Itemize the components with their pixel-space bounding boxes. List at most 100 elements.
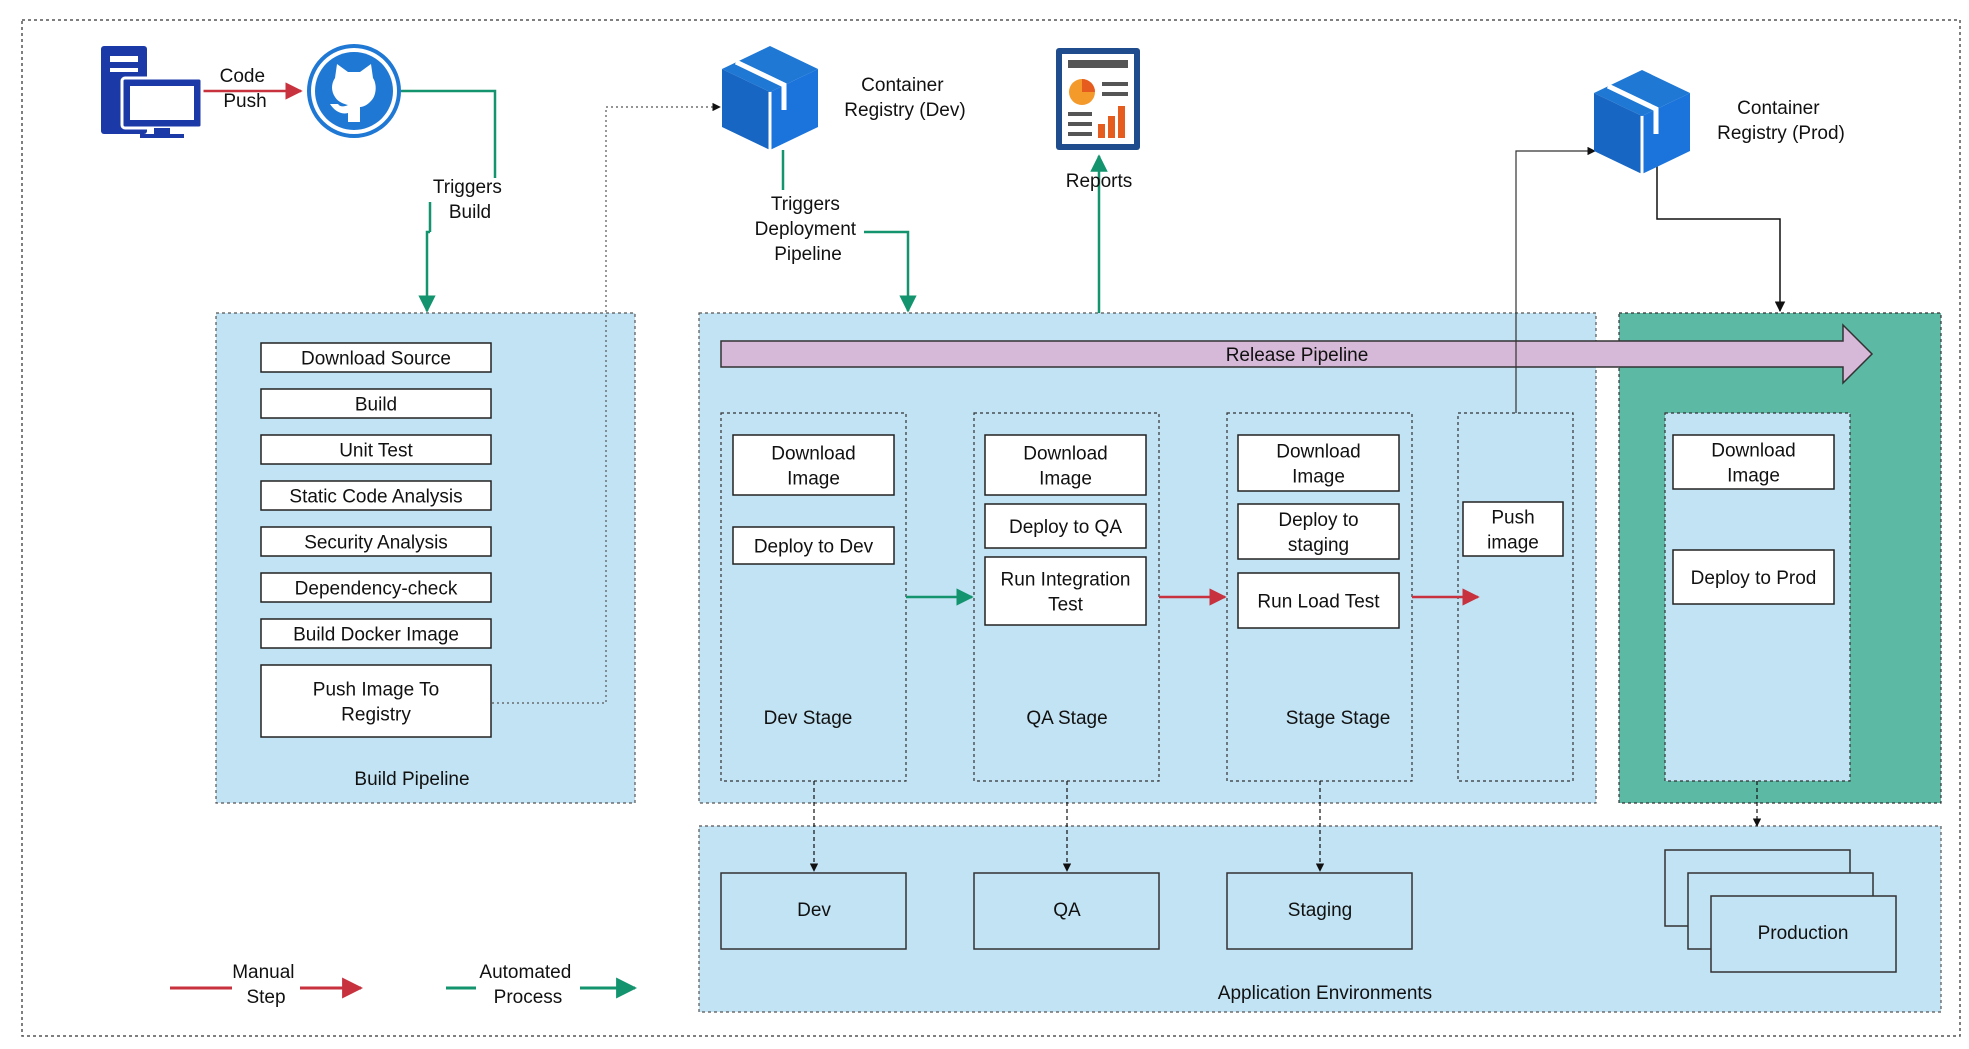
dev-step-box (732, 434, 895, 496)
env-dev-label: Dev (797, 900, 831, 921)
push-to-registry-prod-arrow (1515, 146, 1596, 413)
prod-step-box (1672, 549, 1835, 605)
push-to-registry-connector (492, 102, 721, 704)
build-step: Security Analysis (260, 526, 492, 557)
build-step-box (260, 388, 492, 419)
qa-step-label: Download (1023, 444, 1108, 465)
environments-label: Application Environments (1218, 983, 1432, 1004)
build-step-label: Static Code Analysis (289, 487, 462, 508)
qa-stage-label: QA Stage (1026, 708, 1107, 729)
push-step-label: image (1487, 533, 1539, 554)
dev-step-label: Deploy to Dev (754, 537, 874, 558)
triggers-deploy-label: Triggers Deployment Pipeline (755, 194, 862, 265)
env-staging-label: Staging (1288, 900, 1352, 921)
push-step-label: Push (1491, 508, 1534, 529)
build-step-box (260, 480, 492, 511)
dev-stage-label: Dev Stage (764, 708, 853, 729)
staging-step-label: Download (1276, 442, 1361, 463)
dev-step-label: Download (771, 444, 856, 465)
container-cube-icon (1594, 70, 1690, 174)
build-step: Build (260, 388, 492, 419)
build-step-box (260, 434, 492, 465)
build-step-box (260, 618, 492, 649)
build-pipeline-label: Build Pipeline (354, 769, 469, 790)
build-step-box (260, 572, 492, 603)
legend-manual-label: Manual Step (232, 962, 300, 1008)
build-step: Unit Test (260, 434, 492, 465)
staging-step: Run Load Test (1237, 572, 1400, 629)
build-step-label: Dependency-check (295, 579, 458, 600)
registry-prod-label: Container Registry (Prod) (1717, 98, 1845, 144)
prod-step-label: Image (1727, 466, 1780, 487)
dev-step-label: Image (787, 469, 840, 490)
staging-step-label: Deploy to (1278, 510, 1358, 531)
dev-step: Deploy to Dev (732, 526, 895, 565)
staging-step: Deploy to staging (1237, 503, 1400, 560)
build-step: Build Docker Image (260, 618, 492, 649)
qa-step-label: Image (1039, 469, 1092, 490)
triggers-deploy-arrow (864, 230, 917, 313)
container-cube-icon (722, 46, 818, 150)
build-step-label: Download Source (301, 349, 451, 370)
staging-step-label: Run Load Test (1257, 592, 1380, 613)
build-step-label: Push Image To (313, 680, 439, 701)
dev-step-box (732, 526, 895, 565)
env-qa-box (973, 872, 1160, 950)
staging-stage-label: Stage Stage (1286, 708, 1391, 729)
staging-step-label: Image (1292, 467, 1345, 488)
release-pipeline-label: Release Pipeline (1226, 345, 1369, 366)
build-step-label: Registry (341, 705, 411, 726)
release-pipeline-bar (720, 323, 1874, 385)
build-step-box (260, 664, 492, 738)
prod-step-label: Deploy to Prod (1691, 568, 1817, 589)
code-push-label: Code Push (220, 66, 271, 112)
build-step: Static Code Analysis (260, 480, 492, 511)
qa-step-box (984, 503, 1147, 549)
env-dev-box (720, 872, 907, 950)
prod-step-label: Download (1711, 441, 1796, 462)
qa-step-label: Run Integration (1001, 570, 1131, 591)
reports-label: Reports (1066, 171, 1133, 192)
registry-dev-label: Container Registry (Dev) (844, 75, 965, 121)
qa-step-label: Test (1048, 595, 1084, 616)
env-qa-label: QA (1053, 900, 1081, 921)
push-step: Push image (1462, 501, 1564, 557)
computer-workstation-icon (101, 46, 204, 138)
env-production-label: Production (1758, 923, 1849, 944)
staging-step-label: staging (1288, 535, 1349, 556)
prod-step: Deploy to Prod (1672, 549, 1835, 605)
qa-step-box (984, 556, 1147, 626)
build-step-box (260, 526, 492, 557)
registry-prod-to-prod-arrow (1656, 124, 1786, 313)
build-step-label: Unit Test (339, 441, 413, 462)
triggers-build-label: Triggers Build (433, 177, 507, 223)
build-step: Dependency-check (260, 572, 492, 603)
outer-frame (21, 19, 1961, 1037)
triggers-build-connector (401, 89, 497, 178)
staging-step-box (1237, 434, 1400, 492)
staging-step-box (1237, 572, 1400, 629)
build-step: Download Source (260, 342, 492, 373)
legend-automated-label: Automated Process (479, 962, 576, 1008)
qa-step: Deploy to QA (984, 503, 1147, 549)
build-step: Push Image To Registry (260, 664, 492, 738)
build-step-label: Build (355, 395, 397, 416)
build-step-label: Security Analysis (304, 533, 448, 554)
staging-step-box (1237, 503, 1400, 560)
qa-step-box (984, 434, 1147, 496)
env-production-stack (1664, 849, 1897, 973)
triggers-build-arrow-2 (418, 230, 436, 313)
build-step-label: Build Docker Image (293, 625, 459, 646)
push-step-box (1462, 501, 1564, 557)
qa-step-label: Deploy to QA (1009, 517, 1122, 538)
github-octocat-icon (307, 44, 401, 138)
build-step-box (260, 342, 492, 373)
